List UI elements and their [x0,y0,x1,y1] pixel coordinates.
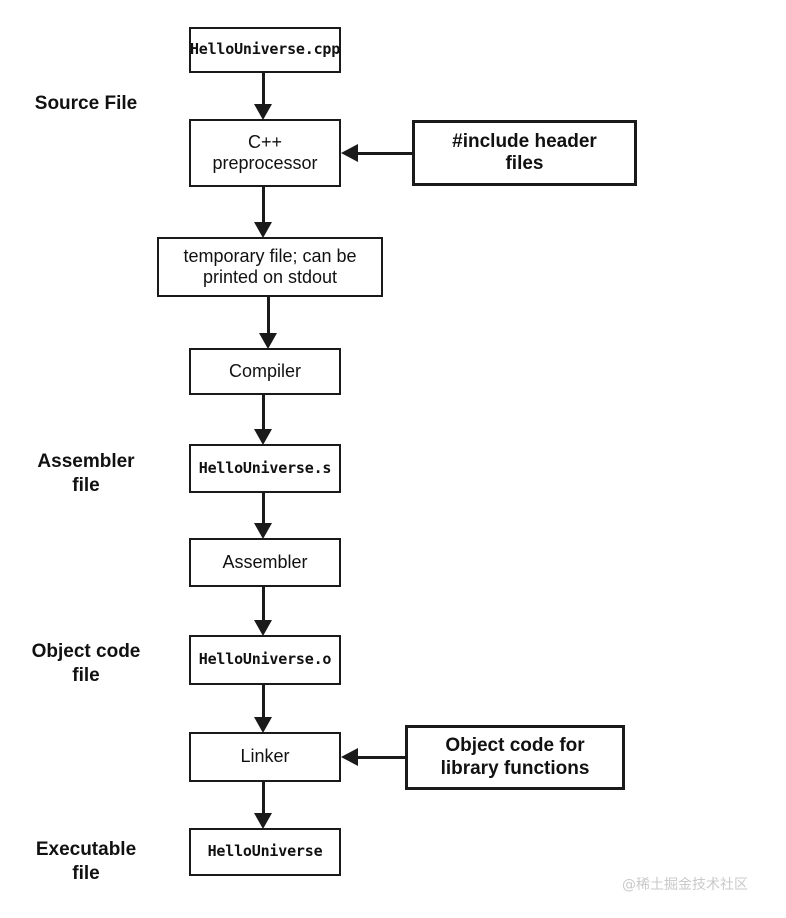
arrow-head-down-icon [254,429,272,445]
arrow-head-left-icon [341,748,358,766]
node-compiler: Compiler [189,348,341,395]
stage-label: Assembler file [37,451,135,497]
connector-line [262,73,265,106]
arrow-head-down-icon [254,222,272,238]
connector-line [267,297,270,335]
connector-line [262,187,265,224]
node-assembler: Assembler [189,538,341,587]
arrow-head-down-icon [259,333,277,349]
arrow-head-down-icon [254,523,272,539]
stage-label: Executable file [35,839,137,885]
connector-line [262,782,265,815]
connector-line [355,756,405,759]
arrow-head-down-icon [254,717,272,733]
connector-line [262,587,265,622]
stage-label: Object code file [31,641,141,687]
node-executable: HelloUniverse [189,828,341,876]
node-preprocessor: C++ preprocessor [189,119,341,187]
node-tempfile: temporary file; can be printed on stdout [157,237,383,297]
node-source: HelloUniverse.cpp [189,27,341,73]
connector-line [355,152,412,155]
connector-line [262,395,265,431]
node-libcode: Object code for library functions [405,725,625,790]
arrow-head-down-icon [254,813,272,829]
node-objfile: HelloUniverse.o [189,635,341,685]
arrow-head-left-icon [341,144,358,162]
arrow-head-down-icon [254,620,272,636]
node-linker: Linker [189,732,341,782]
stage-label: Source File [34,93,138,114]
arrow-head-down-icon [254,104,272,120]
node-include: #include header files [412,120,637,186]
watermark: @稀土掘金技术社区 [622,877,748,893]
connector-line [262,685,265,719]
node-asmfile: HelloUniverse.s [189,444,341,493]
connector-line [262,493,265,525]
